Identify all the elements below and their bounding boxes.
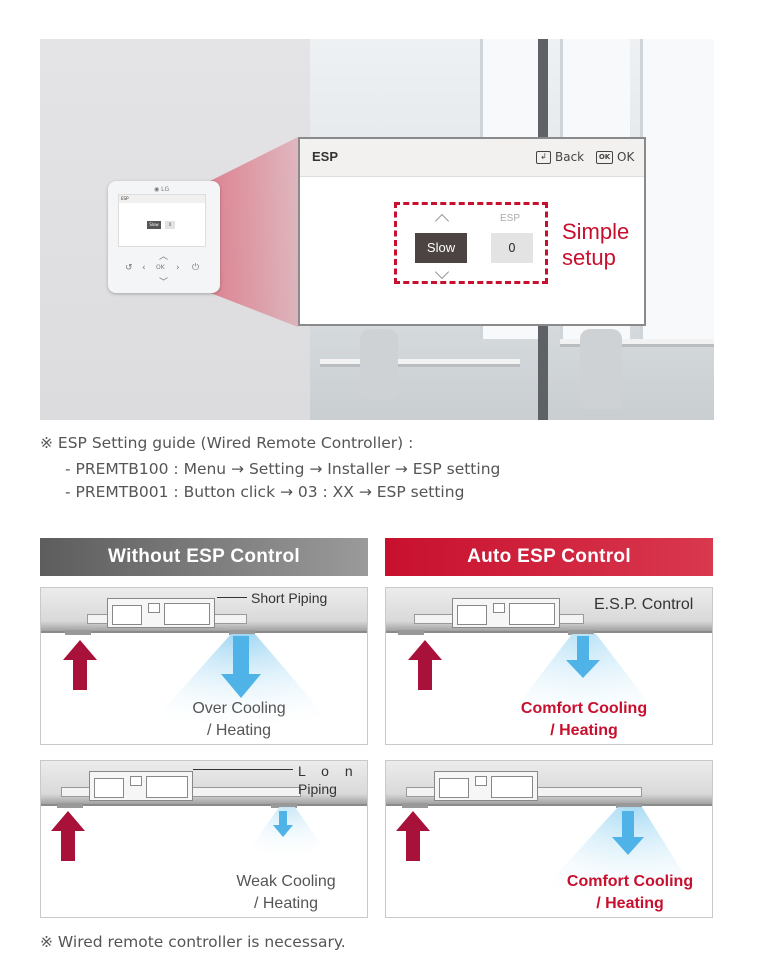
power-icon[interactable]: ⏻: [192, 263, 200, 273]
return-vent: [57, 803, 83, 808]
ok-button[interactable]: OK OK: [596, 150, 634, 164]
return-vent: [402, 803, 428, 808]
esp-value-field[interactable]: 0: [491, 233, 533, 263]
simple-setup-callout: Simple setup: [562, 219, 629, 271]
back-icon[interactable]: ↺: [125, 263, 133, 273]
remote-keypad: ︿ ↺ ‹ OK › ⏻ ﹀: [120, 252, 208, 288]
remote-screen-value: 0: [165, 221, 175, 229]
diagram-long-piping-without-esp: L o n g Piping Weak Cooling / Heating: [40, 760, 368, 918]
ceiling-line: [386, 804, 712, 806]
desk: [560, 339, 714, 347]
airflow-cone: [517, 807, 711, 917]
supply-air-arrow-icon: [566, 636, 600, 678]
office-chair: [360, 329, 398, 399]
remote-screen-mode: Slow: [147, 221, 161, 229]
back-label: Back: [555, 150, 585, 164]
chevron-down-icon[interactable]: [434, 264, 450, 280]
return-air-arrow-icon: [396, 811, 430, 861]
return-air-arrow-icon: [51, 811, 85, 861]
comfort-cooling-text: Comfort Cooling / Heating: [520, 700, 648, 739]
ceiling-line: [386, 631, 712, 633]
return-vent: [398, 630, 424, 635]
supply-air-arrow-icon: [221, 636, 261, 698]
callout-line-1: Simple: [562, 219, 630, 244]
remote-screen: ESP Slow 0: [118, 194, 206, 247]
auto-esp-header: Auto ESP Control: [385, 538, 713, 576]
long-label: L o n g: [298, 763, 367, 779]
return-air-arrow-icon: [63, 640, 97, 690]
return-vent: [65, 630, 91, 635]
without-esp-header: Without ESP Control: [40, 538, 368, 576]
up-icon[interactable]: ︿: [159, 252, 169, 262]
airflow-cone: [487, 634, 681, 744]
lg-logo: ◉ LG: [154, 186, 170, 193]
projection-beam: [208, 137, 298, 327]
airflow-cone: [237, 807, 337, 867]
footnote: ※ Wired remote controller is necessary.: [40, 933, 346, 951]
supply-vent: [616, 803, 642, 808]
guide-item-premtb100: - PREMTB100 : Menu → Setting → Installer…: [65, 460, 501, 478]
chevron-up-icon[interactable]: [434, 213, 450, 229]
desk: [320, 359, 520, 367]
back-button[interactable]: ↲ Back: [536, 150, 584, 164]
over-cooling-text: Over Cooling / Heating: [192, 700, 286, 739]
indoor-unit: [452, 598, 560, 628]
panel-header: ESP ↲ Back OK OK: [300, 139, 644, 177]
esp-settings-panel: ESP ↲ Back OK OK Slow ESP 0 Simple setup: [298, 137, 646, 326]
comfort-cooling-text: Comfort Cooling / Heating: [566, 873, 694, 912]
ceiling-line: [41, 804, 367, 806]
ceiling-line: [41, 631, 367, 633]
remote-screen-title: ESP: [119, 195, 205, 203]
supply-vent: [568, 630, 594, 635]
esp-control-label: E.S.P. Control: [594, 596, 694, 613]
down-icon[interactable]: ﹀: [159, 278, 169, 288]
weak-cooling-text: Weak Cooling / Heating: [236, 873, 336, 912]
callout-line-2: setup: [562, 245, 616, 270]
ok-icon[interactable]: OK: [156, 264, 165, 271]
esp-setting-guide-heading: ※ ESP Setting guide (Wired Remote Contro…: [40, 434, 414, 452]
supply-vent: [229, 630, 255, 635]
piping-label: Piping: [298, 781, 337, 797]
esp-value-label: ESP: [500, 213, 521, 224]
indoor-unit: [107, 598, 215, 628]
short-piping-label: Short Piping: [251, 590, 328, 606]
panel-title: ESP: [312, 149, 339, 164]
wired-remote-controller: ◉ LG ESP Slow 0 ︿ ↺ ‹ OK › ⏻ ﹀: [108, 181, 220, 293]
ok-label: OK: [617, 150, 635, 164]
indoor-unit: [89, 771, 193, 801]
fan-mode-selector[interactable]: Slow: [415, 233, 467, 263]
diagram-long-piping-auto-esp: Comfort Cooling / Heating: [385, 760, 713, 918]
ok-icon: OK: [596, 150, 613, 164]
guide-item-premtb001: - PREMTB001 : Button click → 03 : XX → E…: [65, 483, 465, 501]
supply-air-arrow-icon: [273, 811, 293, 837]
office-chair: [580, 329, 622, 409]
return-air-arrow-icon: [408, 640, 442, 690]
back-icon: ↲: [536, 150, 551, 164]
supply-air-arrow-icon: [612, 811, 644, 855]
esp-setting-highlight: Slow ESP 0: [394, 202, 548, 284]
pipe-length-dimension: [193, 769, 293, 770]
supply-vent: [271, 803, 297, 808]
pipe-length-dimension: [217, 597, 247, 598]
indoor-unit: [434, 771, 538, 801]
diagram-short-piping-auto-esp: E.S.P. Control Comfort Cooling / Heating: [385, 587, 713, 745]
right-icon[interactable]: ›: [176, 263, 180, 273]
diagram-short-piping-without-esp: Short Piping Over Cooling / Heating: [40, 587, 368, 745]
left-icon[interactable]: ‹: [142, 263, 146, 273]
